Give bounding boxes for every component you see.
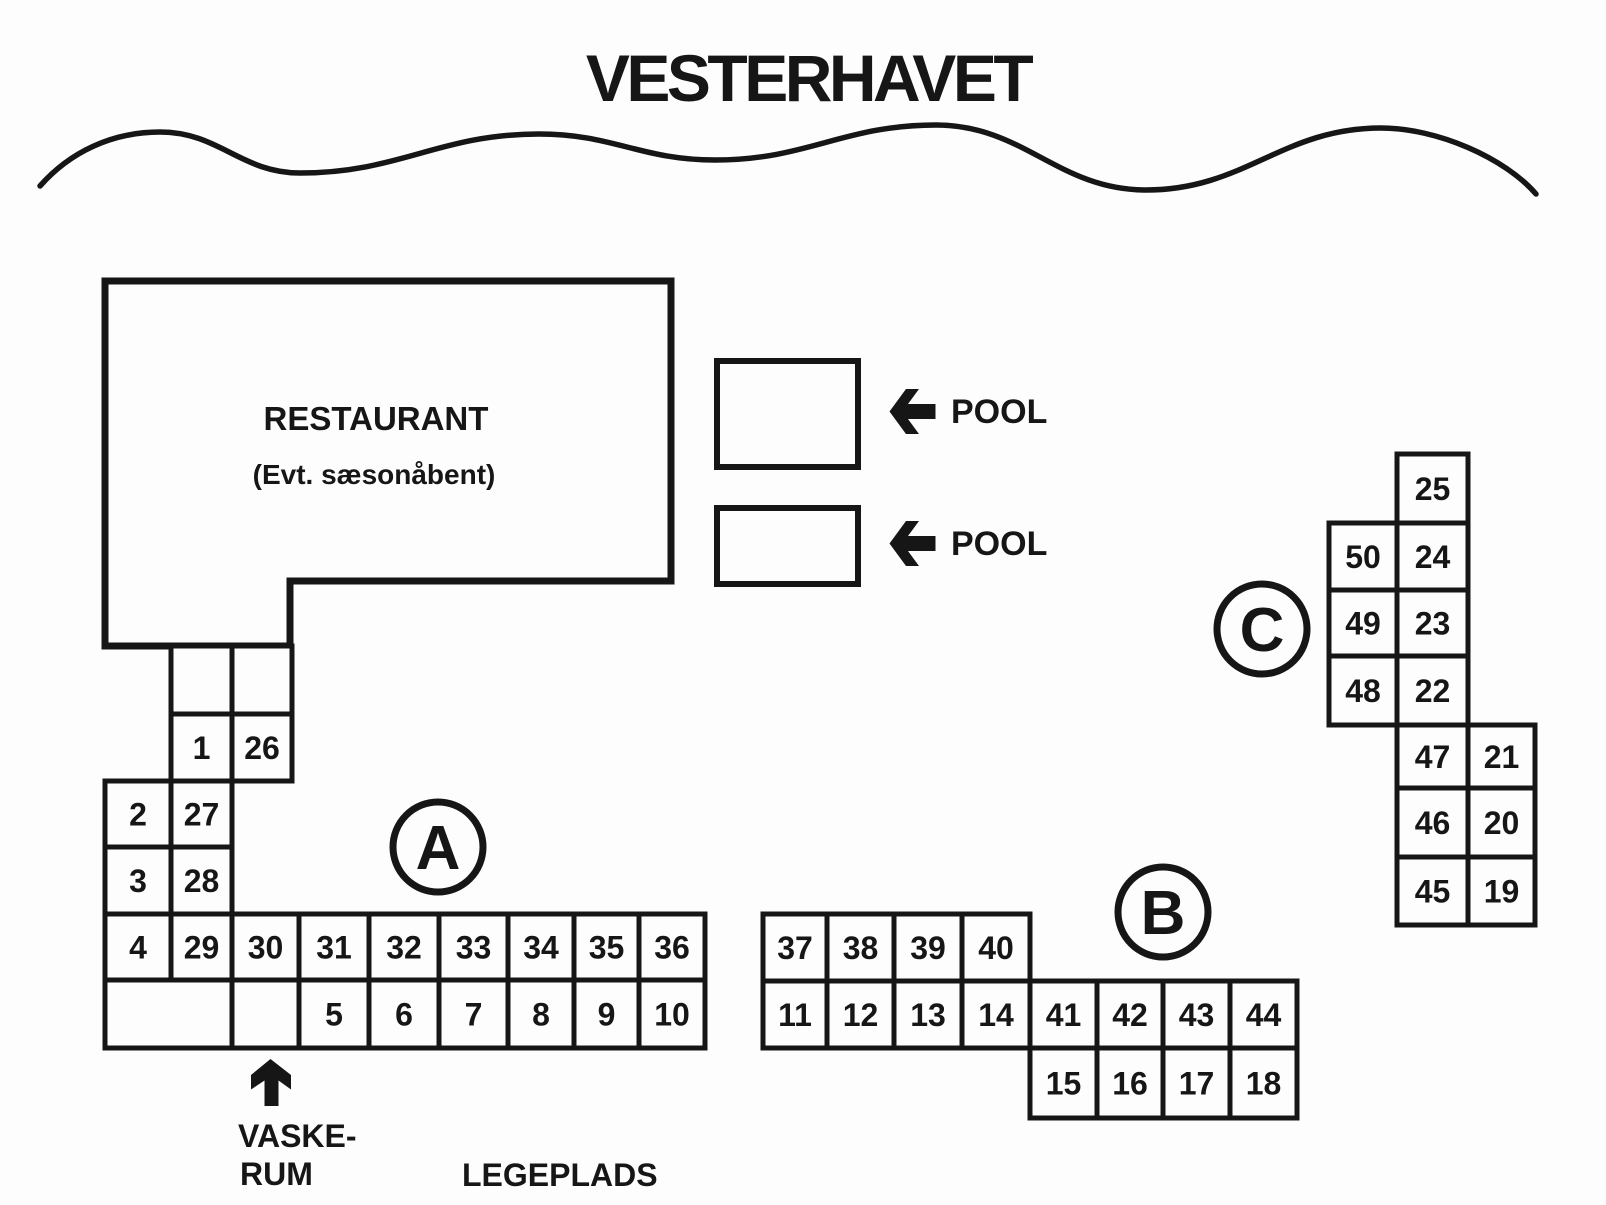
svg-text:36: 36 <box>654 930 690 966</box>
svg-text:17: 17 <box>1179 1066 1215 1102</box>
svg-text:19: 19 <box>1484 874 1520 910</box>
svg-text:37: 37 <box>777 930 813 966</box>
svg-text:18: 18 <box>1246 1066 1282 1102</box>
svg-text:1: 1 <box>193 730 211 766</box>
svg-text:7: 7 <box>465 997 483 1033</box>
svg-text:32: 32 <box>386 930 422 966</box>
svg-text:LEGEPLADS: LEGEPLADS <box>462 1157 658 1193</box>
svg-text:26: 26 <box>244 730 280 766</box>
svg-text:6: 6 <box>395 997 413 1033</box>
svg-text:POOL: POOL <box>951 393 1047 431</box>
svg-text:RESTAURANT: RESTAURANT <box>264 400 489 437</box>
svg-text:POOL: POOL <box>951 525 1047 563</box>
svg-text:49: 49 <box>1345 606 1381 642</box>
svg-text:B: B <box>1141 879 1186 948</box>
svg-text:8: 8 <box>532 997 550 1033</box>
svg-text:45: 45 <box>1415 874 1451 910</box>
svg-text:23: 23 <box>1415 606 1451 642</box>
svg-text:24: 24 <box>1415 539 1451 575</box>
svg-text:14: 14 <box>978 997 1014 1033</box>
svg-text:50: 50 <box>1345 539 1381 575</box>
svg-text:40: 40 <box>978 930 1014 966</box>
svg-text:10: 10 <box>654 997 690 1033</box>
svg-text:RUM: RUM <box>240 1156 313 1192</box>
svg-text:21: 21 <box>1484 739 1520 775</box>
svg-text:48: 48 <box>1345 673 1381 709</box>
svg-text:15: 15 <box>1046 1066 1082 1102</box>
svg-text:16: 16 <box>1112 1066 1148 1102</box>
svg-text:39: 39 <box>910 930 946 966</box>
svg-text:35: 35 <box>589 930 625 966</box>
svg-text:20: 20 <box>1484 805 1520 841</box>
svg-text:A: A <box>416 814 461 883</box>
svg-text:22: 22 <box>1415 673 1451 709</box>
svg-text:44: 44 <box>1246 997 1282 1033</box>
svg-text:C: C <box>1240 596 1285 665</box>
svg-text:28: 28 <box>184 863 220 899</box>
svg-text:5: 5 <box>325 997 343 1033</box>
svg-text:31: 31 <box>316 930 352 966</box>
svg-text:38: 38 <box>843 930 879 966</box>
svg-text:25: 25 <box>1415 471 1451 507</box>
svg-text:VESTERHAVET: VESTERHAVET <box>586 41 1034 115</box>
svg-text:9: 9 <box>598 997 616 1033</box>
svg-text:30: 30 <box>248 930 284 966</box>
svg-text:42: 42 <box>1112 997 1148 1033</box>
svg-text:VASKE-: VASKE- <box>238 1118 357 1154</box>
svg-text:29: 29 <box>184 930 220 966</box>
svg-text:34: 34 <box>523 930 559 966</box>
svg-text:4: 4 <box>129 930 147 966</box>
svg-text:41: 41 <box>1046 997 1082 1033</box>
svg-text:13: 13 <box>910 997 946 1033</box>
svg-text:2: 2 <box>129 797 147 833</box>
svg-text:11: 11 <box>778 997 812 1033</box>
svg-text:27: 27 <box>184 797 220 833</box>
svg-text:46: 46 <box>1415 805 1451 841</box>
svg-text:12: 12 <box>843 997 879 1033</box>
svg-text:33: 33 <box>456 930 492 966</box>
svg-text:3: 3 <box>129 863 147 899</box>
svg-text:47: 47 <box>1415 739 1451 775</box>
svg-text:(Evt. sæsonåbent): (Evt. sæsonåbent) <box>253 459 496 490</box>
svg-text:43: 43 <box>1179 997 1215 1033</box>
